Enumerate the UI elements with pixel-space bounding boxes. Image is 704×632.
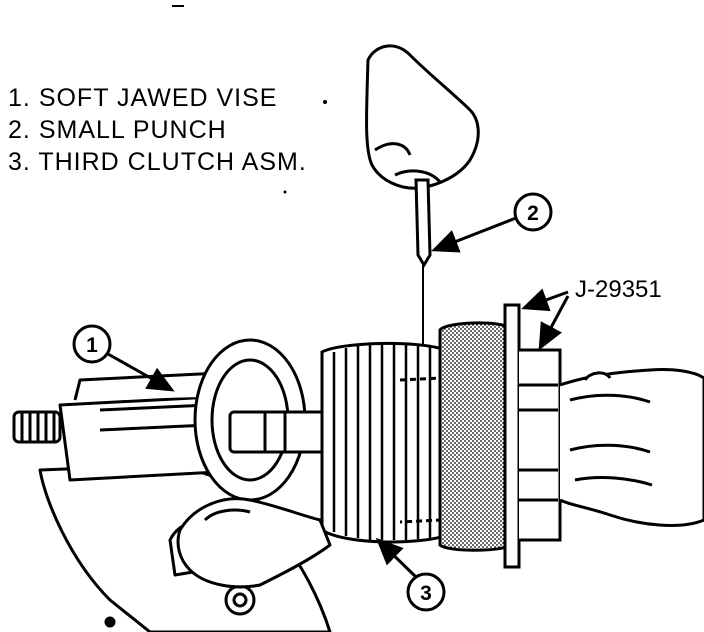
small-punch: [414, 178, 432, 345]
callout-1: [72, 324, 175, 392]
callout-2-number: 2: [527, 202, 539, 225]
stray-dot: [283, 190, 287, 194]
callout-2: [431, 192, 553, 253]
output-shaft: [228, 410, 332, 454]
callout-1-number: 1: [86, 334, 98, 357]
legend-item-vise: 1. SOFT JAWED VISE: [8, 84, 277, 113]
legend-label: SMALL PUNCH: [38, 116, 227, 144]
right-hand: [559, 368, 704, 527]
legend-number: 1.: [8, 84, 31, 112]
legend-label: SOFT JAWED VISE: [38, 84, 278, 112]
callout-3: [375, 537, 446, 612]
legend-number: 3.: [8, 148, 31, 176]
legend-item-punch: 2. SMALL PUNCH: [8, 116, 227, 145]
tool-j29351: [438, 303, 562, 569]
legend-label: THIRD CLUTCH ASM.: [38, 148, 307, 176]
left-hand: [365, 44, 480, 190]
stray-dot: [323, 100, 327, 104]
soft-jawed-vise: [12, 338, 332, 632]
tool-number-label: J-29351: [575, 276, 662, 303]
tool-leaders: [521, 288, 570, 351]
third-clutch-assembly: [320, 341, 450, 544]
lower-left-hand: [176, 497, 332, 589]
legend-number: 2.: [8, 116, 31, 144]
legend-item-clutch: 3. THIRD CLUTCH ASM.: [8, 148, 307, 177]
callout-3-number: 3: [420, 582, 432, 605]
